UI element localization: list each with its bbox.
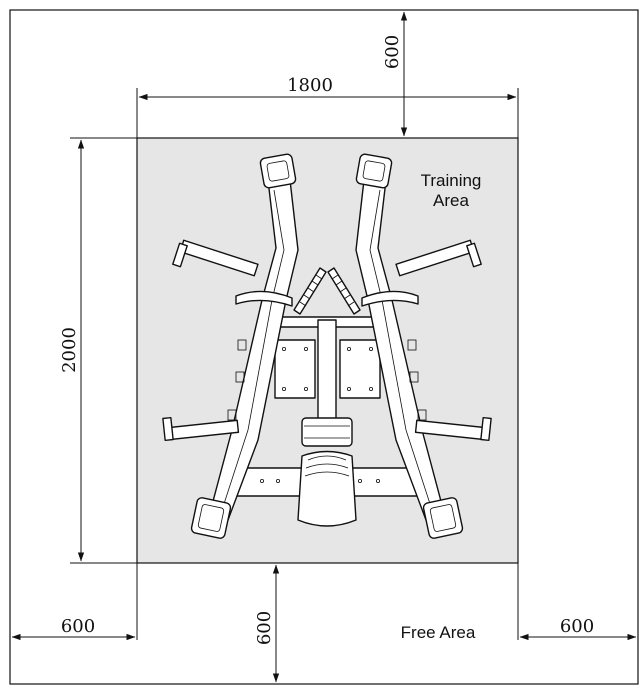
free-area-label: Free Area [401, 623, 476, 642]
depth-label: 2000 [59, 327, 80, 373]
dimension-lines [11, 11, 637, 683]
equipment-top-view [162, 153, 492, 539]
bottom-clearance-label: 600 [254, 611, 275, 645]
top-clearance-label: 600 [382, 35, 403, 69]
training-area-label-line1: Training [421, 171, 482, 190]
right-clearance-label: 600 [560, 616, 594, 637]
width-label: 1800 [287, 75, 333, 96]
training-area-label-line2: Area [433, 191, 469, 210]
left-clearance-label: 600 [61, 616, 95, 637]
extension-lines [70, 88, 519, 640]
